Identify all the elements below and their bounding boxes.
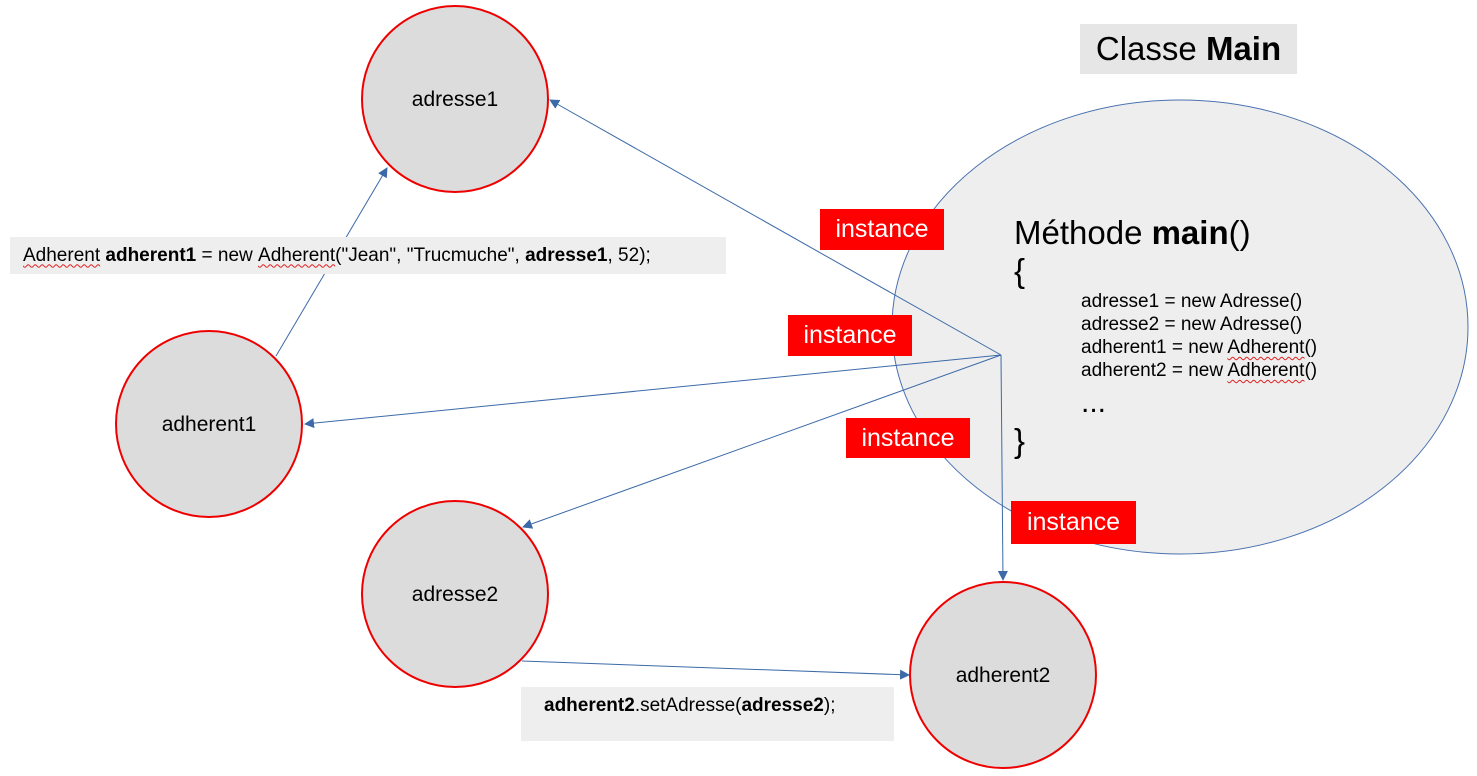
main-line-4b: Adherent: [1227, 360, 1305, 381]
main-line-3: adherent1 = new Adherent(): [1081, 336, 1317, 359]
code-top-type: Adherent: [23, 244, 101, 266]
code-set-adresse: adherent2.setAdresse(adresse2);: [521, 687, 894, 741]
arrow-main-to-adresse2: [522, 354, 1002, 529]
main-method-prefix: Méthode: [1014, 214, 1152, 251]
instance-label-2: instance: [788, 315, 912, 356]
main-method-body: adresse1 = new Adresse() adresse2 = new …: [1081, 290, 1317, 382]
main-line-4a: adherent2 = new: [1081, 360, 1228, 381]
main-line-2: adresse2 = new Adresse(): [1081, 314, 1303, 335]
node-adresse1-label: adresse1: [412, 88, 498, 111]
code-top-var: adherent1: [105, 244, 197, 266]
code-adherent1-constructor: Adherent adherent1 = new Adherent("Jean"…: [10, 237, 726, 274]
node-adherent1: [115, 330, 303, 518]
code-bottom-var: adherent2: [544, 695, 635, 716]
node-adresse1: [361, 5, 549, 193]
code-bottom-method: .setAdresse(: [634, 695, 742, 716]
arrow-adresse2-to-adherent2: [521, 660, 910, 680]
instance-label-3: instance: [846, 418, 970, 458]
node-adresse2-label: adresse2: [412, 583, 498, 606]
node-adherent1-label: adherent1: [162, 413, 257, 436]
code-top-end: , 52);: [607, 244, 651, 266]
main-ellipsis: ...: [1081, 386, 1107, 419]
main-open-brace: {: [1014, 252, 1026, 289]
instance-label-1: instance: [820, 209, 944, 250]
main-line-3b: Adherent: [1227, 337, 1305, 358]
main-line-3c: (): [1304, 337, 1318, 358]
node-adherent2: [909, 581, 1097, 769]
code-top-new: = new: [196, 244, 259, 266]
instance-label-4: instance: [1011, 501, 1136, 544]
node-adherent2-label: adherent2: [956, 664, 1051, 687]
class-title-name: Main: [1205, 30, 1282, 67]
code-top-ctor: Adherent: [258, 244, 336, 266]
code-bottom-end: );: [823, 695, 836, 716]
main-line-1: adresse1 = new Adresse(): [1081, 291, 1303, 312]
main-close-brace: }: [1014, 422, 1026, 459]
main-method-signature: Méthode main(): [1014, 214, 1251, 252]
code-bottom-arg: adresse2: [741, 695, 824, 716]
arrow-main-to-adherent2: [997, 354, 1008, 581]
code-top-args: ("Jean", "Trucmuche",: [335, 244, 526, 266]
arrow-main-to-adresse1: [549, 99, 1002, 356]
main-method-block: Méthode main() {: [1014, 214, 1251, 290]
main-line-3a: adherent1 = new: [1081, 337, 1228, 358]
main-line-4c: (): [1304, 360, 1318, 381]
node-adresse2: [361, 500, 549, 688]
main-method-parens: (): [1228, 214, 1251, 251]
class-title-prefix: Classe: [1095, 30, 1206, 67]
main-method-name: main: [1151, 214, 1229, 251]
class-title: Classe Main: [1080, 24, 1297, 74]
code-top-adresse1: adresse1: [525, 244, 608, 266]
main-line-4: adherent2 = new Adherent(): [1081, 359, 1317, 382]
arrow-main-to-adherent1: [304, 354, 1002, 429]
